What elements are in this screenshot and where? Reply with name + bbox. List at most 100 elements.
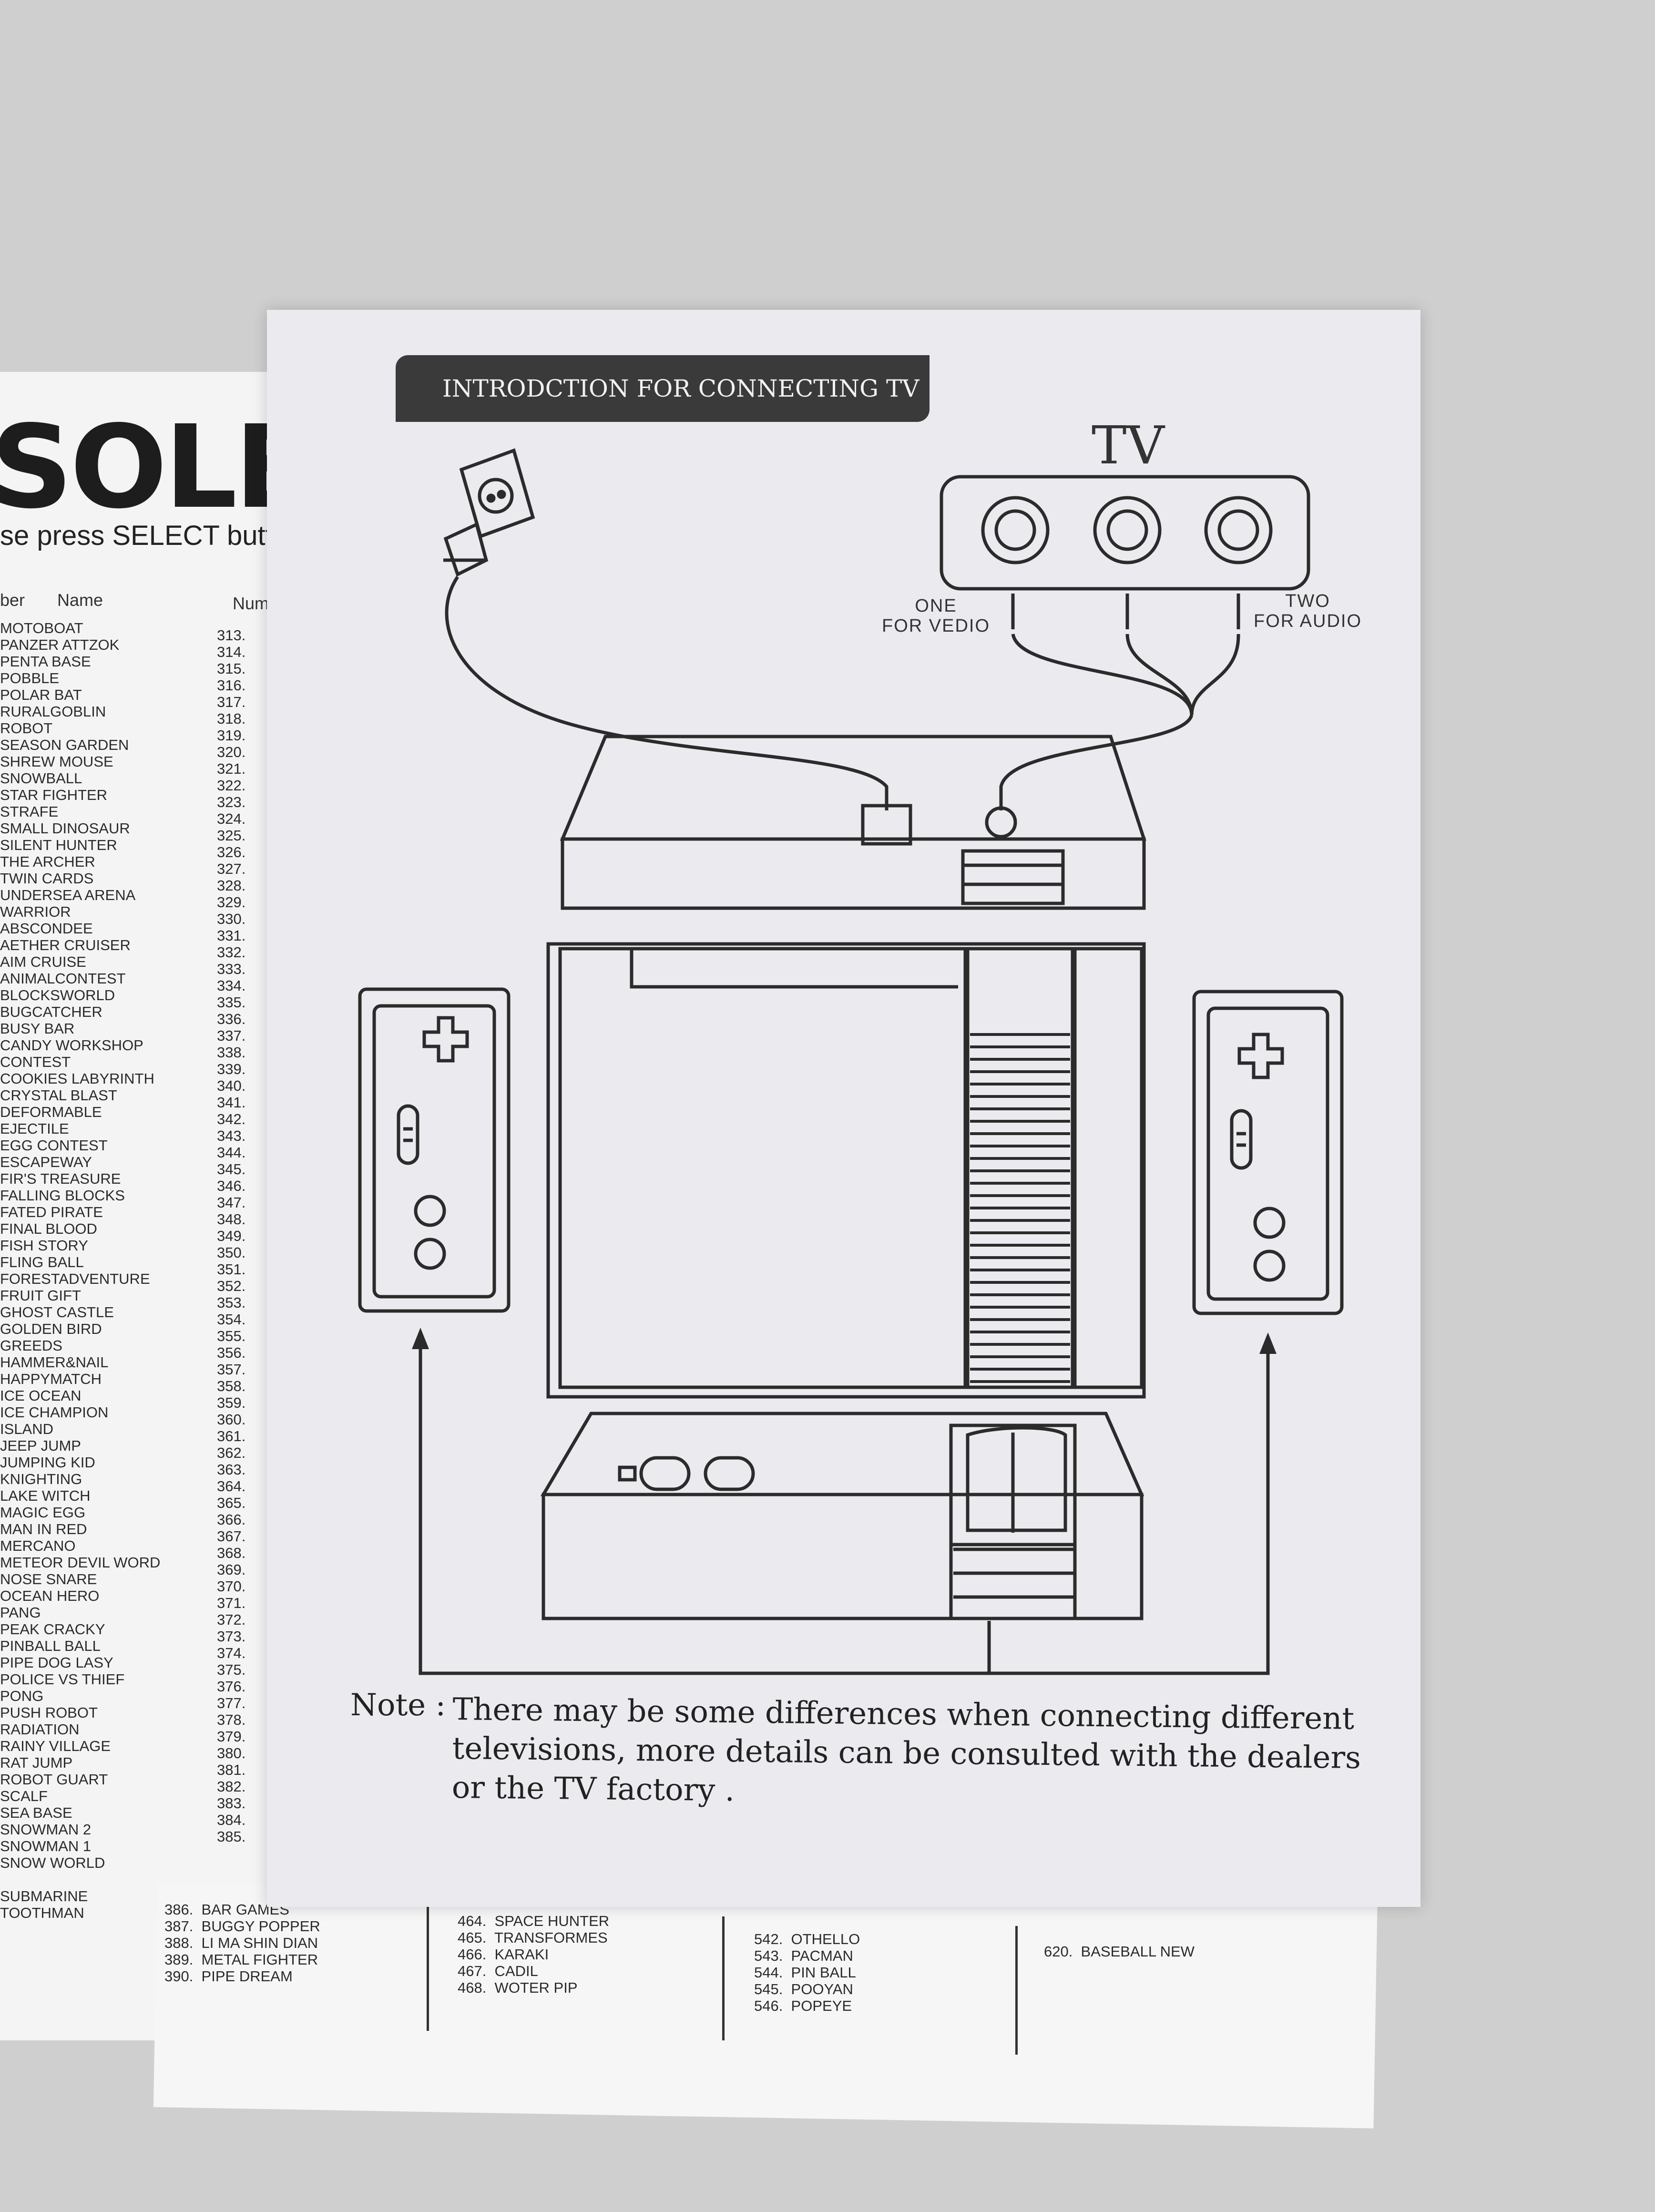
list-item: TWIN CARDS [0, 870, 94, 887]
list-item: SNOWMAN 2 [0, 1821, 92, 1838]
list-item: 343. [217, 1127, 246, 1144]
list-item: BUSY BAR [0, 1020, 75, 1037]
number-column-header: ber [0, 590, 25, 610]
list-item: ROBOT GUART [0, 1771, 108, 1788]
list-item: 342. [217, 1111, 246, 1127]
list-item: 348. [217, 1211, 246, 1228]
list-item: SEA BASE [0, 1804, 72, 1821]
list-item: 320. [217, 744, 246, 760]
note-label: Note : [350, 1688, 446, 1723]
list-item: 369. [217, 1561, 246, 1578]
column-divider [427, 1907, 429, 2031]
list-item: 341. [217, 1094, 246, 1111]
list-item: DEFORMABLE [0, 1104, 102, 1120]
list-item: SUBMARINE [0, 1888, 88, 1905]
console-top-icon [560, 735, 1146, 910]
list-item: 323. [217, 794, 246, 810]
list-item: ICE OCEAN [0, 1387, 82, 1404]
list-item: 361. [217, 1428, 246, 1444]
list-item: 317. [217, 694, 246, 710]
list-item: UNDERSEA ARENA [0, 887, 136, 903]
arrow-up-icon [412, 1328, 429, 1349]
list-item: 344. [217, 1144, 246, 1161]
list-item: RAT JUMP [0, 1754, 73, 1771]
list-item: 322. [217, 777, 246, 794]
list-item: 346. [217, 1178, 246, 1194]
power-cable [445, 576, 889, 810]
list-item: MOTOBOAT [0, 620, 83, 636]
list-item: 333. [217, 961, 246, 977]
list-item: HAPPYMATCH [0, 1371, 102, 1387]
list-item: CRYSTAL BLAST [0, 1087, 117, 1104]
list-item: 345. [217, 1161, 246, 1178]
list-item: FINAL BLOOD [0, 1220, 97, 1237]
list-item: 387. BUGGY POPPER [164, 1918, 320, 1935]
list-item: 384. [217, 1812, 246, 1828]
list-item: MERCANO [0, 1537, 76, 1554]
list-item: 362. [217, 1444, 246, 1461]
list-item: 382. [217, 1778, 246, 1795]
background-game-list-sheet [0, 372, 315, 2040]
list-item: 367. [217, 1528, 246, 1545]
list-item: 325. [217, 827, 246, 844]
list-item: 313. [217, 627, 246, 644]
game-list-subtitle: se press SELECT butto [0, 520, 289, 551]
list-item: POLAR BAT [0, 686, 82, 703]
console-body-icon [546, 942, 1146, 1399]
list-item: FORESTADVENTURE [0, 1270, 150, 1287]
list-item: 316. [217, 677, 246, 694]
list-item: POLICE VS THIEF [0, 1671, 125, 1688]
list-item: ISLAND [0, 1421, 53, 1437]
list-item: 321. [217, 760, 246, 777]
console-vents [970, 1033, 1070, 1383]
list-item: 336. [217, 1011, 246, 1027]
list-item: 380. [217, 1745, 246, 1761]
list-item: 364. [217, 1478, 246, 1495]
list-item: 360. [217, 1411, 246, 1428]
list-item: GHOST CASTLE [0, 1304, 114, 1321]
list-item: 356. [217, 1344, 246, 1361]
list-item: COOKIES LABYRINTH [0, 1070, 154, 1087]
list-item: 326. [217, 844, 246, 860]
list-item: FLING BALL [0, 1254, 84, 1270]
list-item: THE ARCHER [0, 853, 95, 870]
list-item: 329. [217, 894, 246, 911]
manual-header-banner: INTRODCTION FOR CONNECTING TV [396, 355, 930, 422]
list-item: ESCAPEWAY [0, 1154, 92, 1170]
tv-panel-icon [940, 475, 1310, 591]
video-cable-label: ONE FOR VEDIO [882, 596, 991, 636]
controller-right-icon [1192, 990, 1344, 1315]
list-item: 383. [217, 1795, 246, 1812]
list-item: SHREW MOUSE [0, 753, 113, 770]
list-item: 390. PIPE DREAM [164, 1968, 293, 1985]
list-item: STRAFE [0, 803, 59, 820]
list-item: FRUIT GIFT [0, 1287, 81, 1304]
av-cable [999, 594, 1240, 810]
list-item: FISH STORY [0, 1237, 88, 1254]
list-item: TOOTHMAN [0, 1905, 84, 1921]
list-item: RADIATION [0, 1721, 80, 1738]
list-item: 467. CADIL [458, 1963, 538, 1979]
list-item: AIM CRUISE [0, 953, 86, 970]
list-item: JEEP JUMP [0, 1437, 81, 1454]
list-item: PENTA BASE [0, 653, 91, 670]
list-item: 379. [217, 1728, 246, 1745]
wall-socket-icon [443, 448, 535, 577]
list-item: 324. [217, 810, 246, 827]
list-item: SEASON GARDEN [0, 737, 129, 753]
list-item: 318. [217, 710, 246, 727]
list-item: MAGIC EGG [0, 1504, 86, 1521]
list-item: 372. [217, 1611, 246, 1628]
tv-label: TV [1092, 415, 1165, 476]
list-item: PANZER ATTZOK [0, 636, 120, 653]
name-column-header: Name [57, 590, 103, 610]
list-item: 359. [217, 1394, 246, 1411]
list-item: CONTEST [0, 1054, 71, 1070]
list-item: LAKE WITCH [0, 1487, 91, 1504]
list-item: METEOR DEVIL WORD [0, 1554, 161, 1571]
list-item: SCALF [0, 1788, 48, 1804]
list-item: 466. KARAKI [458, 1946, 549, 1963]
